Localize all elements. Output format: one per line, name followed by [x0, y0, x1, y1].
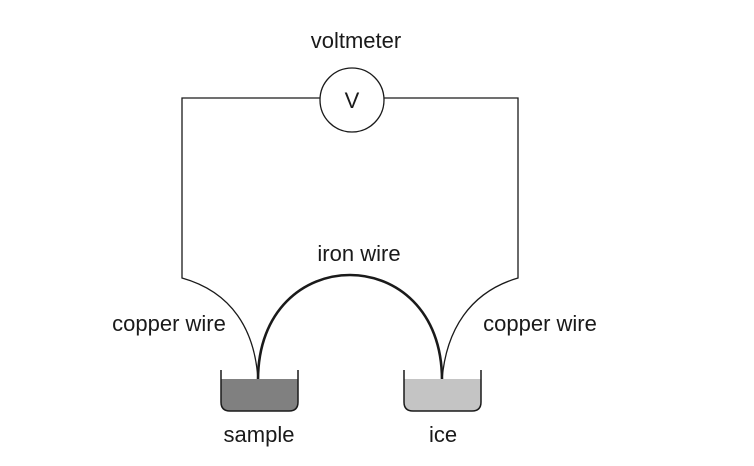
ice-beaker [403, 370, 482, 412]
ice-label: ice [429, 422, 457, 447]
voltmeter-symbol: V [345, 88, 360, 113]
voltmeter-circle [319, 67, 385, 133]
iron-wire-label: iron wire [317, 241, 400, 266]
copper-wire-left-label: copper wire [112, 311, 226, 336]
ice-beaker-fill [404, 379, 481, 411]
copper-wire-left [181, 97, 320, 381]
sample-beaker-fill [221, 379, 298, 411]
copper-wire-right [384, 97, 519, 381]
iron-wire [256, 273, 444, 381]
sample-label: sample [224, 422, 295, 447]
voltmeter-label: voltmeter [311, 28, 401, 53]
copper-wire-right-label: copper wire [483, 311, 597, 336]
sample-beaker [220, 370, 299, 412]
